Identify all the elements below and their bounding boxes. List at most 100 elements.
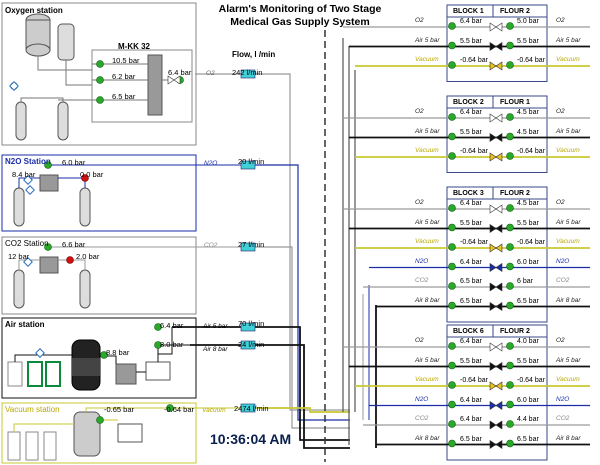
branch-gas-label-out: CO2 [556, 277, 570, 284]
branch-gas-label: O2 [415, 108, 424, 115]
gauge-out [506, 282, 514, 290]
vacuum-pressure-2: -0.64 bar [164, 405, 195, 414]
regulator-valve [489, 439, 503, 450]
station-gauge [44, 243, 52, 251]
branch-gas-label: Air 5 bar [415, 218, 440, 226]
branch-out-pressure: 4.5 bar [517, 109, 539, 116]
air-station-box [1, 317, 197, 399]
branch-in-pressure: 5.5 bar [460, 37, 482, 45]
branch-in-pressure: 6.4 bar [460, 18, 482, 25]
branch-gas-label: O2 [415, 337, 424, 344]
station-gauge [154, 341, 162, 349]
flow-label: Flow, l /min [232, 50, 276, 59]
co2-pressure-1: 6.6 bar [62, 240, 86, 249]
gauge-out [506, 400, 514, 409]
branch-in-pressure: 5.5 bar [460, 219, 482, 227]
branch-in-pressure: 6.5 bar [460, 278, 482, 285]
check-valve [23, 175, 33, 185]
gauge-in [448, 204, 456, 212]
oxygen-pressure-3: 6.5 bar [112, 92, 136, 101]
air5-flow: 70 l/min [238, 319, 265, 328]
regulator-valve [489, 243, 503, 253]
branch-out-pressure: 6.0 bar [517, 258, 539, 266]
gauge-in [448, 113, 456, 121]
branch-gas-label: Air 8 bar [415, 296, 440, 304]
block-name: BLOCK 2 [453, 99, 484, 106]
branch-out-pressure: 5.0 bar [517, 18, 539, 25]
station-gauge [100, 351, 108, 359]
branch-gas-label-out: O2 [556, 199, 565, 206]
gauge-in [448, 400, 456, 409]
station-gauge [44, 161, 52, 169]
branch-gas-label-out: Air 5 bar [556, 218, 581, 226]
check-valve [23, 257, 33, 267]
gauge-out [506, 223, 514, 232]
branch-out-pressure: 6.0 bar [517, 396, 539, 404]
oxygen-pressure-1: 10.5 bar [112, 56, 140, 65]
branch-gas-label: Air 5 bar [415, 356, 440, 364]
n2o-pressure-3: 0.0 bar [80, 170, 104, 179]
branch-in-pressure: 6.4 bar [460, 416, 482, 423]
flow-meter [240, 242, 256, 252]
block-header-box [446, 95, 548, 109]
n2o-station-box [1, 154, 197, 232]
air5-line-label: Air 5 bar [203, 323, 228, 330]
branch-out-pressure: 6 bar [517, 278, 533, 285]
regulator-valve [489, 61, 503, 71]
check-valve [35, 348, 45, 358]
gauge-out [506, 243, 514, 251]
gauge-in [448, 41, 456, 50]
vacuum-station-box [1, 402, 197, 464]
branch-in-pressure: 6.4 bar [460, 338, 482, 345]
gauge-in [448, 342, 456, 350]
branch-out-pressure: 5.5 bar [517, 37, 539, 45]
branch-gas-label-out: CO2 [556, 415, 570, 422]
gauge-in [448, 301, 456, 310]
co2-pressure-3: 2.0 bar [76, 252, 100, 261]
branch-out-pressure: -0.64 bar [517, 57, 546, 64]
co2-line-label: CO2 [204, 242, 218, 249]
gauge-out [506, 152, 514, 160]
co2-station-title: CO2 Station [5, 239, 49, 248]
oxygen-out-pressure: 6.4 bar [168, 68, 192, 77]
o2-flow: 242 l/min [232, 68, 263, 77]
branch-out-pressure: -0.64 bar [517, 148, 546, 155]
branch-out-pressure: 4.4 bar [517, 416, 539, 423]
regulator-valve [489, 152, 503, 162]
branch-out-pressure: 6.5 bar [517, 435, 539, 443]
check-valve [9, 81, 19, 91]
vacuum-station-title: Vacuum station [5, 405, 60, 414]
air8-line-label: Air 8 bar [203, 346, 228, 353]
air8-flow: 24 l/min [238, 340, 265, 349]
flow-meter [240, 340, 256, 350]
block-header-box [446, 324, 548, 338]
block-floor: FLOUR 2 [500, 328, 530, 335]
gauge-out [506, 61, 514, 69]
flow-meter [240, 403, 256, 413]
branch-gas-label-out: N2O [556, 395, 570, 403]
station-gauge [166, 404, 174, 412]
branch-out-pressure: 5.5 bar [517, 219, 539, 227]
regulator-valve [489, 113, 503, 123]
branch-in-pressure: -0.64 bar [460, 57, 489, 64]
flow-meter [240, 160, 256, 170]
clock-display: 10:36:04 AM [210, 431, 292, 447]
gauge-in [448, 152, 456, 160]
branch-out-pressure: 4.0 bar [517, 338, 539, 345]
check-valve [25, 185, 35, 195]
branch-in-pressure: -0.64 bar [460, 148, 489, 155]
air-pressure-3: 8.0 bar [160, 340, 184, 349]
regulator-valve [489, 420, 503, 430]
branch-gas-label-out: Vacuum [556, 56, 580, 63]
branch-gas-label: Air 5 bar [415, 36, 440, 44]
n2o-station-title: N2O Station [5, 157, 51, 166]
regulator-valve [489, 22, 503, 32]
regulator-valve [167, 75, 181, 85]
gauge-in [448, 381, 456, 389]
gauge-out [506, 132, 514, 141]
gauge-out [506, 439, 514, 448]
branch-gas-label: Vacuum [415, 238, 439, 245]
gauge-out [506, 113, 514, 121]
branch-in-pressure: 6.4 bar [460, 200, 482, 207]
